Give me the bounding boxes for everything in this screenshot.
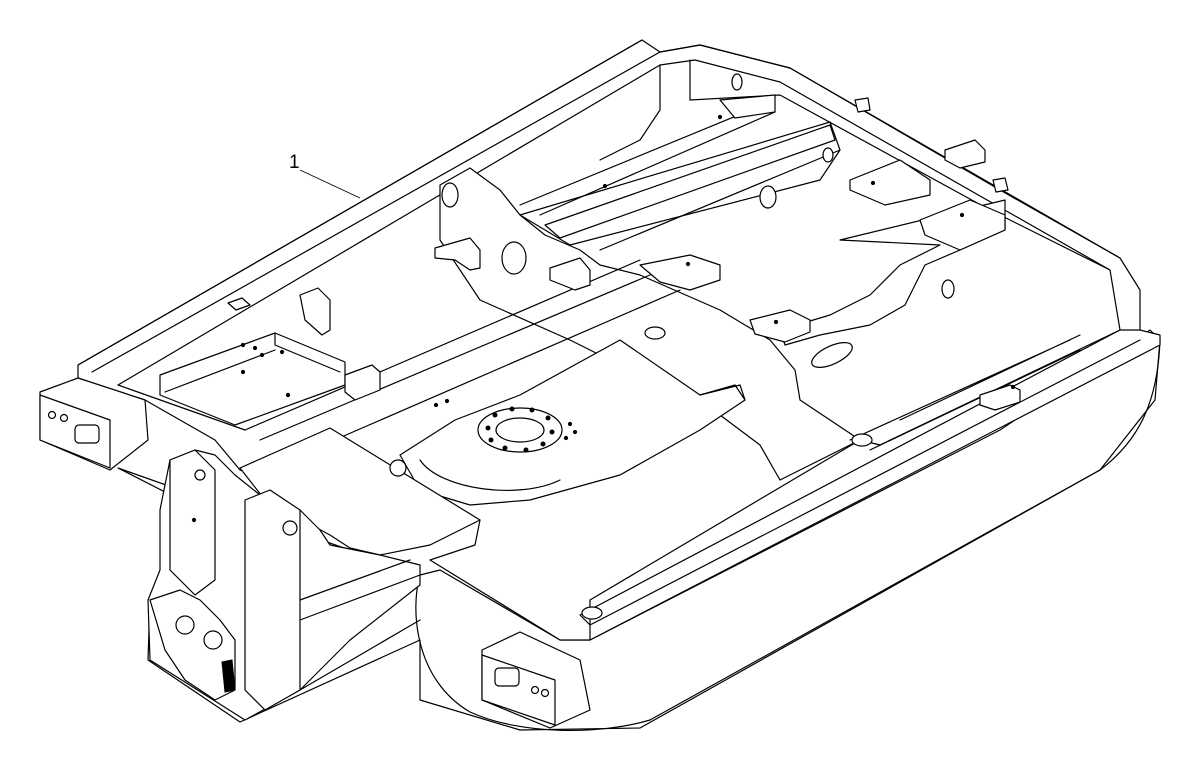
right-pad xyxy=(919,199,1006,251)
left-rail-inner xyxy=(117,64,661,431)
battery-tray-edge xyxy=(164,332,341,393)
tab-rear-right-2 xyxy=(854,97,871,113)
slew-ring-inner xyxy=(495,417,545,443)
wall-hole-5 xyxy=(941,279,955,299)
rear-counterweight-curve xyxy=(415,574,651,731)
rear-right-plate xyxy=(849,159,931,206)
cylinder-mount xyxy=(149,589,236,701)
right-lamp-lens xyxy=(494,667,520,687)
lift-bracket-5 xyxy=(749,309,811,343)
lift-bracket-3 xyxy=(299,287,331,336)
wall-hole-2 xyxy=(501,241,527,275)
upright-boss xyxy=(389,459,407,477)
rear-hole xyxy=(731,73,743,91)
cross-beam xyxy=(544,124,836,239)
tab-rear-right-1 xyxy=(944,139,986,169)
left-side-rail xyxy=(77,39,661,386)
swing-bracket-plate-left xyxy=(169,449,216,596)
slot-hole xyxy=(811,342,853,368)
grease-fitting xyxy=(221,659,236,693)
rear-plate xyxy=(719,94,776,119)
pivot-pin-hole-3 xyxy=(282,520,298,536)
lift-bracket-6 xyxy=(979,384,1021,411)
battery-clamp xyxy=(344,364,381,401)
boss-front-right xyxy=(581,606,603,620)
pivot-pin-hole-4 xyxy=(194,469,206,481)
lift-bracket-1 xyxy=(434,237,481,271)
left-lamp-lens xyxy=(74,424,100,444)
floor-line-2 xyxy=(519,99,841,251)
lift-bracket-4 xyxy=(639,254,721,291)
wall-hole-3 xyxy=(759,185,777,209)
right-side-top xyxy=(579,329,1121,641)
turntable-bevel xyxy=(419,384,746,491)
swing-bracket-face xyxy=(299,559,421,691)
pivot-pin-hole-2 xyxy=(203,630,223,650)
callout-leader-line xyxy=(299,169,361,199)
pivot-pin-hole-1 xyxy=(175,615,195,635)
right-lamp-indicator-1 xyxy=(530,685,540,695)
slew-ring-bolts xyxy=(485,406,555,453)
wall-hole-1 xyxy=(441,182,459,208)
floor-line-3 xyxy=(849,334,1081,451)
left-lamp-indicator-2 xyxy=(59,413,69,423)
mounting-holes xyxy=(191,114,1016,523)
rear-wall-inner xyxy=(689,94,1111,271)
lift-bracket-2 xyxy=(549,257,591,291)
tab-rear-right-3 xyxy=(992,177,1009,193)
callout-label-1: 1 xyxy=(289,152,300,173)
boss-right-side xyxy=(851,433,873,447)
wall-hole-4 xyxy=(822,147,834,163)
left-lamp-indicator-1 xyxy=(47,410,57,420)
boss-top-right xyxy=(644,326,666,340)
tab-left-rail xyxy=(227,297,251,311)
right-lamp-indicator-2 xyxy=(540,688,550,698)
right-hull-lower-edge xyxy=(649,339,1161,721)
